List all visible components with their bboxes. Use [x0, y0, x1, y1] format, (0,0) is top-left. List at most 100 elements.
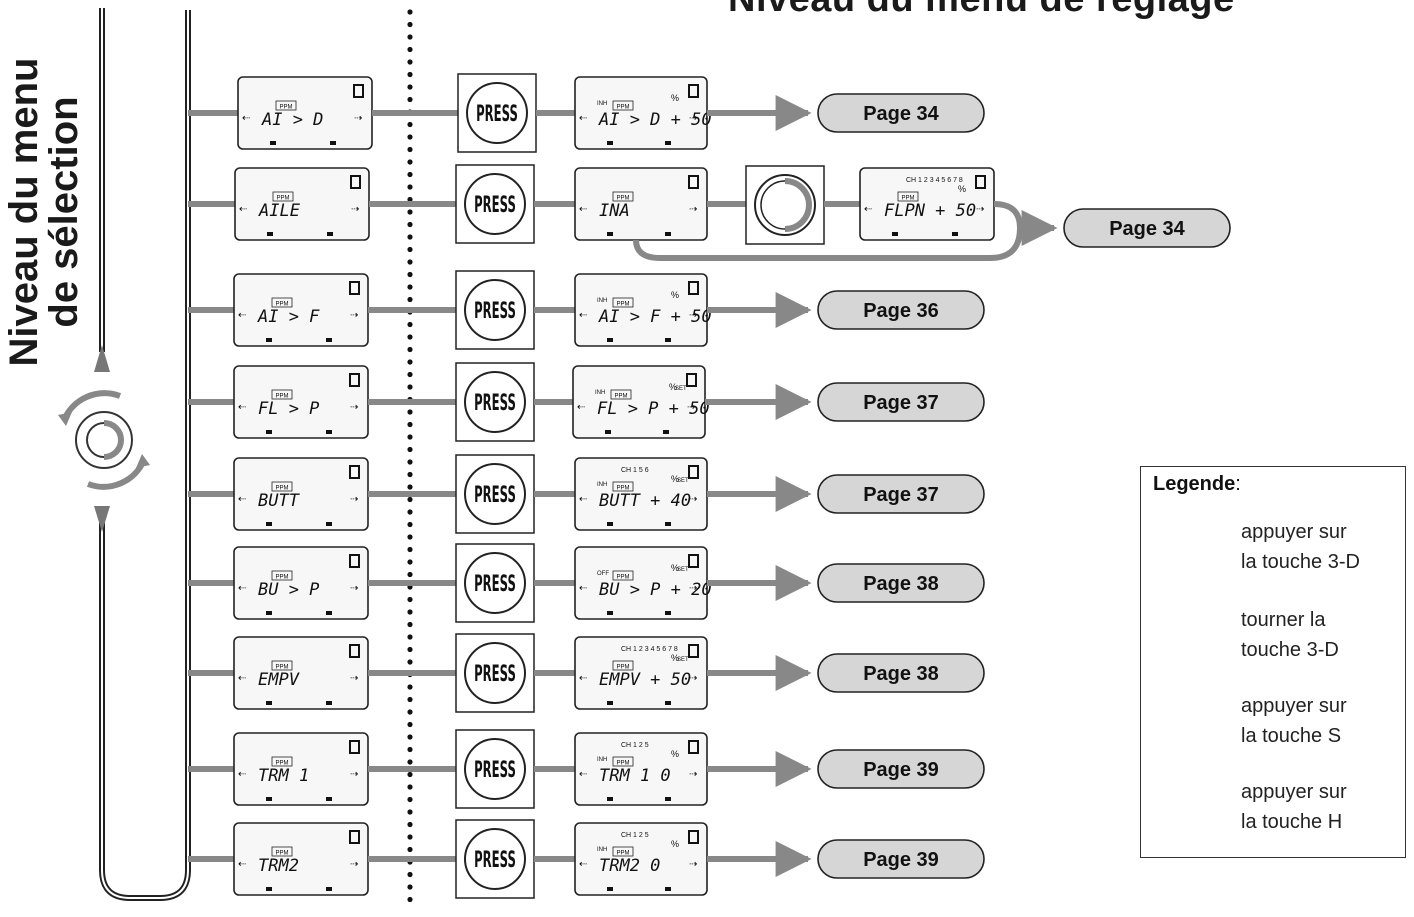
- press-icon-row-2: PRESS: [455, 164, 535, 244]
- menu-lcd-9: PPM⇠⇢TRM2: [233, 822, 369, 896]
- ppm-badge: PPM: [275, 486, 288, 492]
- page-label: Page 38: [863, 573, 939, 595]
- rotate-symbol: [58, 390, 150, 490]
- svg-text:⇢: ⇢: [687, 402, 695, 413]
- svg-text:⇢: ⇢: [689, 859, 697, 870]
- page-ref-4: Page 37: [817, 382, 985, 422]
- lcd-text: EMPV + 50: [599, 670, 691, 690]
- lcd-indicator: INH: [597, 101, 607, 107]
- svg-text:⇢: ⇢: [350, 769, 358, 780]
- svg-text:⇠: ⇠: [579, 769, 587, 780]
- page-ref-2: Page 34: [1063, 208, 1231, 248]
- lcd-indicator: SET: [675, 386, 687, 392]
- page-ref-5: Page 37: [817, 474, 985, 514]
- svg-text:⇠: ⇠: [239, 204, 247, 215]
- ppm-badge: PPM: [275, 394, 288, 400]
- press-icon-row-5: PRESS: [455, 454, 535, 534]
- press-label: PRESS: [474, 847, 516, 873]
- menu-lcd-4: PPM⇠⇢FL > P: [233, 365, 369, 439]
- ppm-badge: PPM: [901, 196, 914, 202]
- lcd-text: BU > P: [258, 580, 319, 600]
- press-label: PRESS: [474, 192, 516, 218]
- lcd-text: AILE: [258, 201, 301, 221]
- svg-text:⇠: ⇠: [238, 402, 246, 413]
- lcd-indicator: %: [671, 749, 679, 759]
- page-label: Page 34: [863, 103, 939, 125]
- svg-text:⇠: ⇠: [238, 583, 246, 594]
- lcd-indicator: CH 1 2 3 4 5 6 7 8: [906, 177, 963, 184]
- lcd-text: AI > D + 50: [598, 110, 712, 130]
- lcd-indicator: %: [958, 184, 966, 194]
- svg-text:⇠: ⇠: [579, 310, 587, 321]
- lcd-indicator: INH: [597, 847, 607, 853]
- page-ref-9: Page 39: [817, 839, 985, 879]
- svg-text:⇢: ⇢: [689, 583, 697, 594]
- lcd-indicator: SET: [677, 478, 689, 484]
- page-ref-3: Page 36: [817, 290, 985, 330]
- ppm-badge: PPM: [275, 761, 288, 767]
- lcd-text: AI > F: [257, 307, 320, 327]
- svg-text:⇢: ⇢: [351, 204, 359, 215]
- lcd-indicator: SET: [677, 567, 689, 573]
- lcd-text: TRM 1 0: [599, 766, 671, 786]
- left-title: Niveau du menu de sélection: [2, 42, 114, 382]
- lcd-indicator: OFF: [597, 571, 609, 577]
- lcd-indicator: SET: [677, 657, 689, 663]
- press-icon-row-4: PRESS: [455, 362, 535, 442]
- svg-text:⇢: ⇢: [689, 494, 697, 505]
- svg-text:⇢: ⇢: [689, 673, 697, 684]
- svg-text:⇠: ⇠: [579, 673, 587, 684]
- press-icon-row-6: PRESS: [455, 543, 535, 623]
- svg-text:⇠: ⇠: [238, 310, 246, 321]
- lcd-text: FLPN + 50: [884, 201, 976, 221]
- legend-title: Legende:: [1153, 473, 1241, 495]
- press-icon-row-7: PRESS: [455, 633, 535, 713]
- page-label: Page 39: [863, 849, 939, 871]
- press-icon-row-9: PRESS: [455, 819, 535, 899]
- svg-text:⇢: ⇢: [689, 113, 697, 124]
- press-label: PRESS: [474, 298, 516, 324]
- ppm-badge: PPM: [616, 665, 629, 671]
- lcd-text: TRM2 0: [599, 856, 660, 876]
- svg-text:⇢: ⇢: [350, 859, 358, 870]
- lcd-text: EMPV: [258, 670, 300, 690]
- lcd-text: INA: [599, 201, 630, 221]
- svg-text:⇢: ⇢: [689, 769, 697, 780]
- svg-text:⇢: ⇢: [350, 673, 358, 684]
- ppm-badge: PPM: [275, 575, 288, 581]
- page-ref-1: Page 34: [817, 93, 985, 133]
- ppm-badge: PPM: [616, 486, 629, 492]
- ppm-badge: PPM: [275, 851, 288, 857]
- press-icon-row-3: PRESS: [455, 270, 535, 350]
- lcd-indicator: %: [671, 290, 679, 300]
- menu-lcd-5: PPM⇠⇢BUTT: [233, 457, 369, 531]
- page-label: Page 34: [1109, 218, 1185, 240]
- lcd-indicator: INH: [597, 298, 607, 304]
- ppm-badge: PPM: [616, 851, 629, 857]
- lcd-indicator: CH 1 2 3 4 5 6 7 8: [621, 646, 678, 653]
- svg-text:⇠: ⇠: [579, 494, 587, 505]
- press-icon-row-1: PRESS: [457, 73, 537, 153]
- svg-text:⇢: ⇢: [350, 310, 358, 321]
- lcd-text: BUTT + 40: [599, 491, 691, 511]
- lcd-indicator: CH 1 5 6: [621, 467, 649, 474]
- lcd-indicator: CH 1 2 5: [621, 832, 649, 839]
- svg-text:⇠: ⇠: [238, 769, 246, 780]
- lcd-indicator: INH: [597, 482, 607, 488]
- ppm-badge: PPM: [276, 196, 289, 202]
- svg-text:⇢: ⇢: [350, 583, 358, 594]
- ppm-badge: PPM: [616, 196, 629, 202]
